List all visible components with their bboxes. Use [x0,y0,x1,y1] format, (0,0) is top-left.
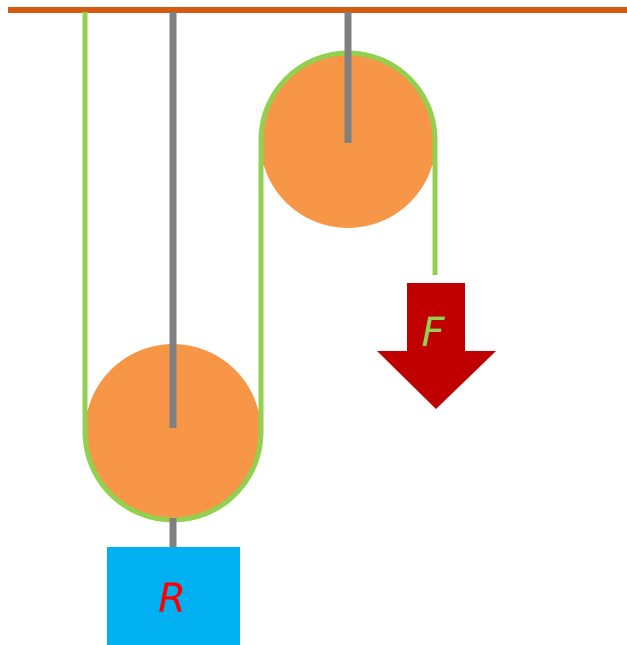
load-box [107,547,240,645]
rope [82,12,438,523]
load-label: R [158,576,186,622]
force-label: F [421,310,445,356]
force-arrow [377,283,496,409]
movable-pulley [85,344,261,520]
